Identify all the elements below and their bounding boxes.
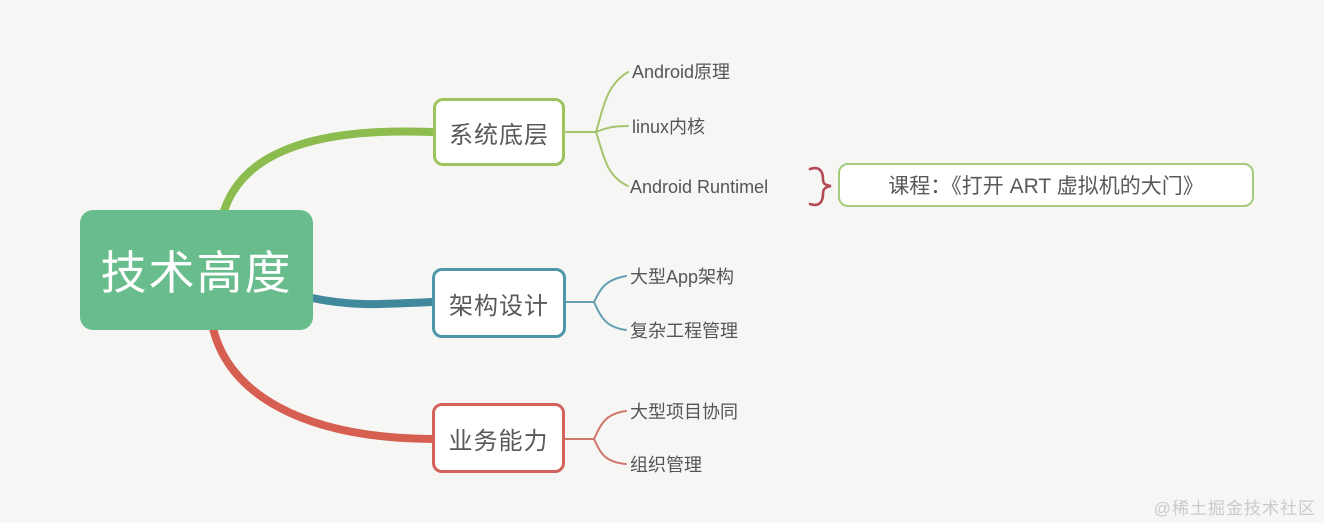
architecture-child-connectors — [565, 275, 627, 331]
root-node-label: 技术高度 — [100, 247, 293, 299]
watermark-juejin: @稀土掘金技术社区 — [1153, 499, 1316, 518]
branch-curve-architecture — [308, 294, 436, 309]
leaf-android-runtime: Android Runtimel — [630, 177, 769, 197]
course-callout-label: 课程：《打开 ART 虚拟机的大门》 — [888, 175, 1204, 198]
topic-node-label: 系统底层 — [449, 121, 549, 149]
branch-curve-system — [218, 127, 436, 222]
branch-curve-business — [209, 324, 436, 443]
leaf-large-app-architecture: 大型App架构 — [630, 267, 735, 287]
brace-icon — [808, 166, 832, 207]
business-child-connectors — [564, 410, 627, 465]
system-child-connectors — [565, 71, 629, 187]
topic-node-label: 业务能力 — [448, 427, 549, 455]
leaf-organization-management: 组织管理 — [630, 455, 702, 475]
course-callout-node: 课程：《打开 ART 虚拟机的大门》 — [838, 163, 1254, 207]
root-node-tech-height: 技术高度 — [80, 210, 313, 330]
leaf-large-project-collaboration: 大型项目协同 — [630, 402, 738, 422]
topic-node-system: 系统底层 — [433, 98, 565, 166]
topic-node-business: 业务能力 — [432, 403, 565, 473]
topic-node-architecture: 架构设计 — [432, 268, 566, 338]
leaf-complex-engineering: 复杂工程管理 — [630, 321, 738, 341]
leaf-linux-kernel: linux内核 — [632, 117, 706, 137]
leaf-android-principle: Android原理 — [632, 62, 731, 82]
topic-node-label: 架构设计 — [449, 292, 549, 320]
